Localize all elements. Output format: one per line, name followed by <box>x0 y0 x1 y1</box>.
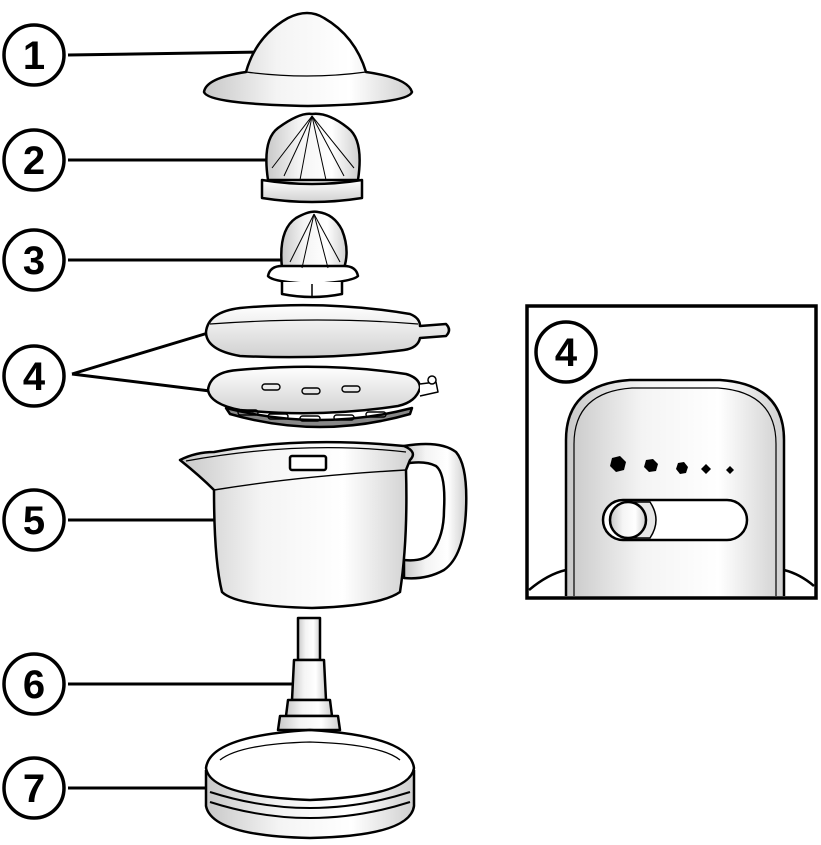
callout-4: 4 <box>4 346 64 406</box>
callout-number: 1 <box>23 34 45 78</box>
callout-number: 6 <box>23 663 45 707</box>
pulp-control-strainer <box>208 367 438 427</box>
small-reamer <box>268 212 358 298</box>
callout-number: 7 <box>23 767 45 811</box>
callout-7: 7 <box>4 758 64 818</box>
callout-number: 4 <box>23 355 46 399</box>
leader-line-1 <box>68 52 262 55</box>
selector-housing <box>566 380 784 596</box>
callout-number: 3 <box>23 239 45 283</box>
juice-pitcher <box>180 442 466 608</box>
large-reamer <box>262 114 362 202</box>
dome-lid <box>204 13 412 106</box>
leader-line-4a <box>72 333 208 374</box>
inset-pulp-control-panel: 4 <box>527 306 816 598</box>
callout-6: 6 <box>4 654 64 714</box>
motor-base <box>206 730 414 838</box>
callout-5: 5 <box>4 490 64 550</box>
callout-number: 5 <box>23 499 45 543</box>
strainer-cover <box>206 305 449 357</box>
callout-number: 2 <box>23 139 45 183</box>
pulp-control-slider-knob[interactable] <box>610 502 656 538</box>
callout-number: 4 <box>555 331 578 375</box>
callout-1: 1 <box>4 25 64 85</box>
callout-2: 2 <box>4 130 64 190</box>
inset-callout-4: 4 <box>536 322 596 382</box>
leader-line-4b <box>72 374 210 391</box>
callout-3: 3 <box>4 230 64 290</box>
drive-shaft <box>278 618 340 730</box>
